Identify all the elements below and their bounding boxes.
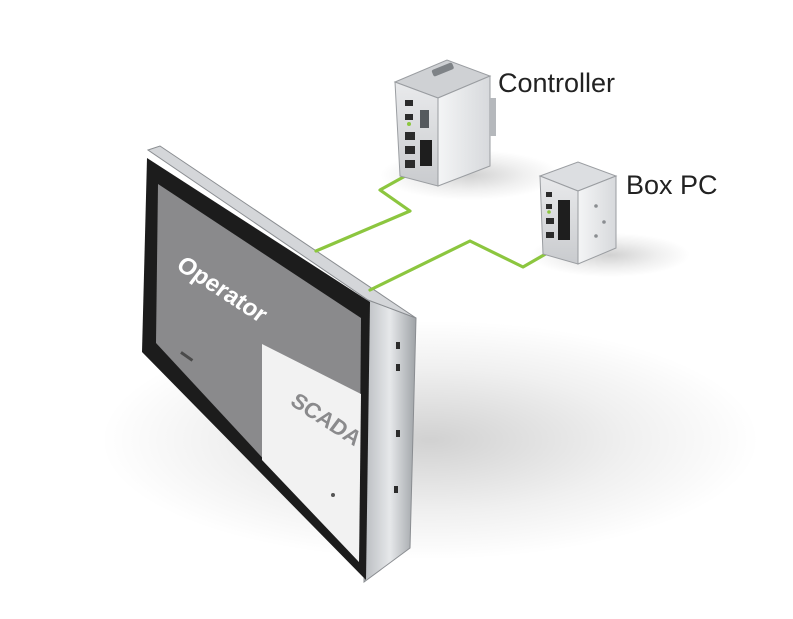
- panel-logo-mark: [180, 351, 194, 362]
- screen-scada-area: [262, 344, 361, 562]
- controller-serial-port: [431, 62, 454, 77]
- controller-front: [394, 81, 439, 187]
- network-cables: [314, 168, 558, 292]
- box-pc-side-screws: [594, 204, 606, 238]
- cable-panel-to-controller: [314, 168, 418, 253]
- controller-device: Controller: [393, 59, 615, 187]
- box-pc-side: [577, 175, 617, 265]
- panel-top-edge: [146, 145, 417, 319]
- panel-side-edge: [363, 299, 417, 584]
- controller-front-ports: [405, 100, 432, 168]
- box-pc-front-ports: [546, 192, 570, 240]
- panel-pc: Operator SCADA: [142, 145, 417, 584]
- panel-led-icon: [331, 493, 335, 497]
- box-pc-label: Box PC: [626, 170, 718, 200]
- controller-din-clip: [490, 98, 496, 136]
- box-pc-device: Box PC: [538, 161, 718, 265]
- panel-side-ports: [394, 342, 400, 493]
- cable-panel-to-box-pc: [368, 239, 558, 292]
- controller-label: Controller: [498, 68, 615, 98]
